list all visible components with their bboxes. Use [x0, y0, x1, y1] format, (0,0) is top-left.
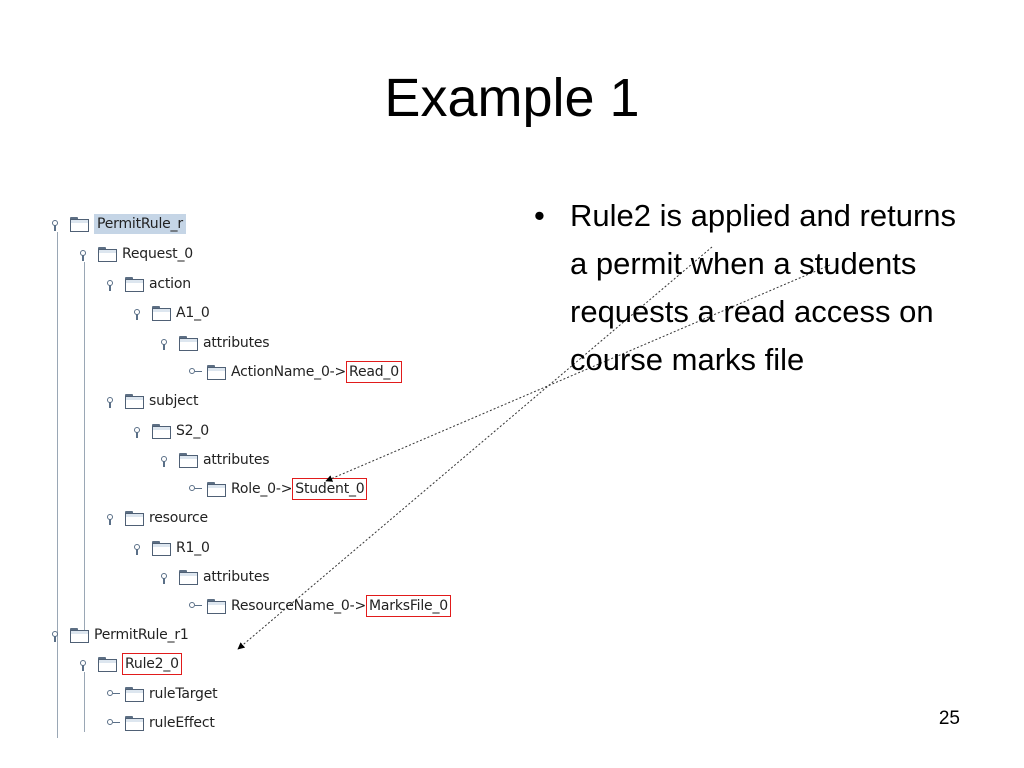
folder-icon: [207, 598, 226, 614]
tree-guide-line: [84, 672, 85, 732]
tree-node-resource[interactable]: resource: [107, 507, 208, 529]
tree-node-label: ResourceName_0->: [231, 598, 366, 614]
folder-icon: [70, 627, 89, 643]
tree-node-label: subject: [149, 393, 199, 409]
expand-toggle-icon[interactable]: [161, 453, 175, 467]
tree-node-ruletarget[interactable]: ruleTarget: [107, 683, 218, 705]
tree-node-resourcename[interactable]: ResourceName_0->MarksFile_0: [189, 595, 451, 617]
tree-node-rule2[interactable]: Rule2_0: [80, 653, 182, 675]
arrow-to-student: [325, 264, 831, 482]
tree-node-subject[interactable]: subject: [107, 390, 199, 412]
tree-node-a1[interactable]: A1_0: [134, 302, 210, 324]
tree-node-permitrule-r1[interactable]: PermitRule_r1: [52, 624, 189, 646]
tree-node-label: action: [149, 276, 191, 292]
tree-node-label: ruleEffect: [149, 715, 215, 731]
tree-node-permitrule-r[interactable]: PermitRule_r: [52, 213, 186, 235]
folder-icon: [125, 276, 144, 292]
folder-icon: [179, 335, 198, 351]
tree-node-ruleeffect[interactable]: ruleEffect: [107, 712, 215, 734]
tree-node-label: attributes: [203, 335, 270, 351]
tree-node-label: PermitRule_r: [94, 214, 186, 234]
highlighted-value: MarksFile_0: [366, 595, 451, 617]
slide-title: Example 1: [384, 68, 640, 128]
folder-icon: [125, 715, 144, 731]
expand-toggle-icon[interactable]: [107, 511, 121, 525]
expand-toggle-icon[interactable]: [134, 424, 148, 438]
expand-toggle-icon[interactable]: [80, 247, 94, 261]
folder-icon: [70, 216, 89, 232]
tree-node-label: attributes: [203, 452, 270, 468]
folder-icon: [152, 305, 171, 321]
collapsed-toggle-icon[interactable]: [107, 716, 121, 730]
tree-guide-line: [84, 262, 85, 640]
arrow-to-rule2: [237, 246, 713, 650]
tree-node-label: attributes: [203, 569, 270, 585]
expand-toggle-icon[interactable]: [134, 306, 148, 320]
expand-toggle-icon[interactable]: [161, 336, 175, 350]
tree-node-label: Request_0: [122, 246, 193, 262]
tree-node-label: S2_0: [176, 423, 209, 439]
expand-toggle-icon[interactable]: [107, 394, 121, 408]
tree-node-request[interactable]: Request_0: [80, 243, 193, 265]
expand-toggle-icon[interactable]: [134, 541, 148, 555]
bullet-point: • Rule2 is applied and returns a permit …: [534, 192, 974, 384]
tree-guide-line: [57, 232, 58, 738]
tree-node-attributes[interactable]: attributes: [161, 332, 270, 354]
bullet-text: Rule2 is applied and returns a permit wh…: [570, 198, 957, 377]
page-number: 25: [938, 708, 960, 729]
collapsed-toggle-icon[interactable]: [189, 482, 203, 496]
folder-icon: [152, 540, 171, 556]
tree-node-r1[interactable]: R1_0: [134, 537, 210, 559]
tree-node-action[interactable]: action: [107, 273, 191, 295]
folder-icon: [207, 481, 226, 497]
folder-icon: [125, 510, 144, 526]
tree-node-label: ActionName_0->: [231, 364, 347, 380]
folder-icon: [207, 364, 226, 380]
tree-node-label: ruleTarget: [149, 686, 218, 702]
permit-rule-tree: PermitRule_r Request_0 action A1_0 attri…: [52, 213, 451, 738]
folder-icon: [125, 686, 144, 702]
tree-node-s2[interactable]: S2_0: [134, 420, 209, 442]
folder-icon: [152, 423, 171, 439]
folder-icon: [98, 246, 117, 262]
bullet-marker: •: [534, 198, 545, 233]
expand-toggle-icon[interactable]: [52, 628, 66, 642]
expand-toggle-icon[interactable]: [107, 277, 121, 291]
expand-toggle-icon[interactable]: [80, 657, 94, 671]
expand-toggle-icon[interactable]: [161, 570, 175, 584]
folder-icon: [179, 569, 198, 585]
folder-icon: [98, 656, 117, 672]
tree-node-attributes[interactable]: attributes: [161, 566, 270, 588]
expand-toggle-icon[interactable]: [52, 217, 66, 231]
tree-node-actionname[interactable]: ActionName_0->Read_0: [189, 361, 402, 383]
tree-node-label: Rule2_0: [122, 653, 182, 675]
tree-node-role[interactable]: Role_0->Student_0: [189, 478, 368, 500]
folder-icon: [179, 452, 198, 468]
collapsed-toggle-icon[interactable]: [107, 687, 121, 701]
tree-node-label: Role_0->: [231, 481, 293, 497]
tree-node-label: PermitRule_r1: [94, 627, 189, 643]
tree-node-label: A1_0: [176, 305, 210, 321]
tree-node-label: R1_0: [176, 540, 210, 556]
folder-icon: [125, 393, 144, 409]
highlighted-value: Read_0: [346, 361, 402, 383]
tree-node-attributes[interactable]: attributes: [161, 449, 270, 471]
collapsed-toggle-icon[interactable]: [189, 365, 203, 379]
collapsed-toggle-icon[interactable]: [189, 599, 203, 613]
tree-node-label: resource: [149, 510, 208, 526]
